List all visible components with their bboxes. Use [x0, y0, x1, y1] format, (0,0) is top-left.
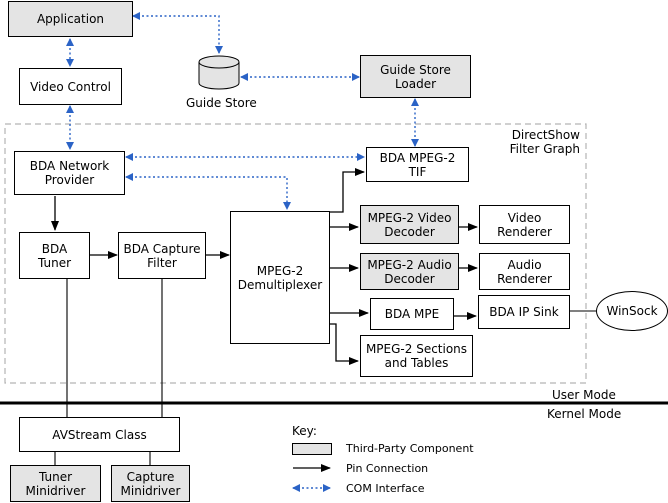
- pin-demux-tif: [330, 168, 365, 213]
- com-app-guidestore: [132, 12, 223, 54]
- user-mode-label: User Mode: [552, 388, 616, 402]
- audio-renderer-box: Audio Renderer: [479, 253, 570, 290]
- bda-mpe-box: BDA MPE: [370, 298, 454, 330]
- mpeg2-video-decoder-box: MPEG-2 Video Decoder: [360, 205, 459, 244]
- pin-demux-sections: [330, 323, 359, 365]
- guide-store-database-icon: [198, 55, 240, 90]
- video-renderer-box: Video Renderer: [479, 205, 570, 244]
- bda-tuner-box: BDA Tuner: [19, 232, 90, 279]
- kernel-mode-label: Kernel Mode: [547, 407, 622, 421]
- bda-capture-filter-box: BDA Capture Filter: [118, 232, 206, 279]
- legend-pin-connection-label: Pin Connection: [346, 462, 429, 475]
- legend-title: Key:: [292, 424, 317, 438]
- bda-network-provider-box: BDA Network Provider: [14, 151, 125, 195]
- capture-minidriver-box: Capture Minidriver: [111, 465, 190, 502]
- directshow-region: [4, 123, 587, 384]
- avstream-class-box: AVStream Class: [19, 417, 180, 452]
- application-box: Application: [8, 1, 133, 37]
- legend-third-party-label: Third-Party Component: [346, 442, 474, 455]
- mpeg2-demultiplexer-box: MPEG-2 Demultiplexer: [230, 211, 330, 344]
- mpeg2-audio-decoder-box: MPEG-2 Audio Decoder: [360, 253, 459, 290]
- legend-third-party-swatch: [292, 443, 332, 455]
- com-networkprovider-demux: [125, 173, 291, 210]
- winsock-node: WinSock: [596, 291, 668, 331]
- guide-store-label: Guide Store: [186, 96, 257, 110]
- legend-com-interface-label: COM Interface: [346, 482, 425, 495]
- directshow-filter-graph-label: DirectShow Filter Graph: [509, 128, 580, 156]
- tuner-minidriver-box: Tuner Minidriver: [10, 465, 101, 502]
- bda-mpeg2-tif-box: BDA MPEG-2 TIF: [366, 147, 469, 182]
- bda-ip-sink-box: BDA IP Sink: [478, 295, 570, 329]
- guide-store-loader-box: Guide Store Loader: [360, 55, 471, 98]
- mpeg2-sections-tables-box: MPEG-2 Sections and Tables: [360, 335, 473, 377]
- video-control-box: Video Control: [19, 68, 122, 105]
